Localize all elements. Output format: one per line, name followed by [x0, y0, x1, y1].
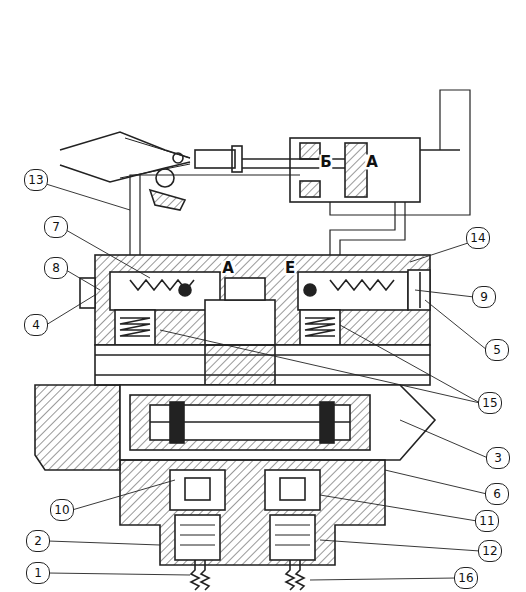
- callout-number: 14: [466, 227, 490, 249]
- callout-number: 11: [475, 510, 499, 532]
- letter-label: Е: [284, 261, 296, 276]
- callout-number: 7: [44, 216, 68, 238]
- letter-label: Б: [319, 155, 332, 170]
- callout-number: 12: [478, 540, 502, 562]
- letter-label: А: [221, 261, 235, 276]
- callout-number: 4: [24, 314, 48, 336]
- callout-number: 8: [44, 257, 68, 279]
- callout-number: 9: [472, 286, 496, 308]
- callout-number: 2: [26, 530, 50, 552]
- callout-number: 16: [454, 567, 478, 589]
- callout-number: 10: [50, 499, 74, 521]
- callout-number: 6: [485, 483, 509, 505]
- callout-number: 1: [26, 562, 50, 584]
- callout-number: 15: [478, 392, 502, 414]
- callout-number: 3: [486, 447, 510, 469]
- letter-label: А: [365, 155, 379, 170]
- callout-number: 5: [485, 339, 509, 361]
- callout-number: 13: [24, 169, 48, 191]
